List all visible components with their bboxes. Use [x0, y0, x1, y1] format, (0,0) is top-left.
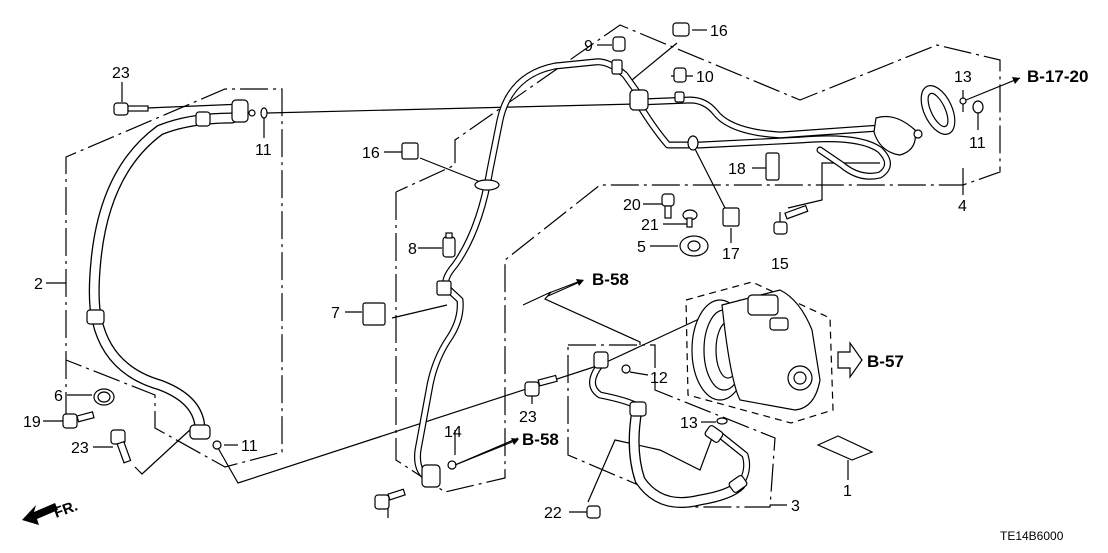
clamp-7 [362, 302, 386, 326]
clamp-5 [679, 235, 709, 257]
callout-16a: 16 [710, 23, 728, 40]
callout-5: 5 [637, 239, 646, 256]
ref-b-57[interactable]: B-57 [867, 352, 904, 371]
callout-2: 2 [34, 276, 43, 293]
nut-21 [586, 505, 601, 519]
callout-11c: 11 [241, 438, 258, 455]
callout-15: 16 [362, 145, 380, 162]
clip-16a [672, 22, 690, 37]
callout-9: 9 [584, 38, 593, 55]
ref-b-58-upper[interactable]: B-58 [592, 270, 629, 289]
bolt-22 [113, 102, 149, 116]
clip-16b [722, 207, 740, 227]
frame-compressor [685, 281, 834, 424]
clamp-6 [93, 388, 115, 406]
o-ring-13b [447, 460, 457, 470]
pressure-switch-8 [442, 232, 456, 258]
bolt-23b [524, 374, 558, 397]
callout-12b: 13 [680, 415, 698, 432]
callout-10: 10 [696, 69, 714, 86]
discharge-hose-3 [589, 351, 751, 508]
callout-23b: 23 [519, 409, 537, 426]
front-direction-arrow-icon [22, 503, 58, 525]
callout-13a: 13 [954, 69, 972, 86]
clip-17 [765, 152, 780, 181]
callout-20: 21 [641, 217, 659, 234]
label-1 [816, 435, 874, 461]
frame-hose-2 [65, 88, 283, 468]
callout-23a: 23 [71, 440, 89, 457]
small-parts [62, 22, 874, 519]
reference-arrows [22, 77, 1021, 525]
callout-11a: 11 [255, 142, 272, 159]
callout-19: 20 [623, 197, 641, 214]
ref-b-17-20[interactable]: B-17-20 [1027, 67, 1088, 86]
callout-22: 23 [112, 65, 130, 82]
callout-6: 6 [54, 388, 63, 405]
callout-18: 19 [23, 414, 41, 431]
bolt-18 [62, 411, 95, 429]
callout-3: 3 [791, 498, 800, 515]
o-ring-11a [260, 107, 268, 119]
frame-pipe-assembly [395, 24, 1001, 493]
cap-9 [612, 36, 626, 52]
ref-b-58-lower[interactable]: B-58 [522, 430, 559, 449]
callout-11b: 11 [969, 135, 986, 152]
callout-8: 8 [408, 241, 417, 258]
front-direction-label: FR. [52, 498, 81, 522]
callout-4: 4 [958, 198, 967, 215]
clip-15 [401, 142, 419, 160]
reference-labels: B-17-20 B-58 B-58 B-57 FR. TE14B6000 [52, 67, 1089, 543]
o-ring-11c [212, 440, 222, 450]
callout-17: 18 [728, 161, 746, 178]
callout-1: 1 [843, 483, 852, 500]
diagram-code: TE14B6000 [1000, 529, 1064, 543]
bolt-14 [773, 204, 809, 235]
callout-16b: 17 [722, 246, 740, 263]
suction-hose-2 [86, 99, 256, 440]
callout-21: 22 [544, 505, 562, 522]
callout-14: 15 [771, 256, 789, 273]
cap-10 [673, 67, 687, 83]
frame-discharge-hose [567, 344, 776, 508]
screw-20 [682, 209, 698, 228]
bolt-23c [374, 488, 406, 510]
compressor [691, 289, 821, 411]
callout-labels: 23 11 2 6 19 23 11 16 8 7 9 16 10 18 20 … [23, 23, 986, 522]
bolt-23a [110, 429, 132, 464]
pipe-assembly-4 [414, 58, 984, 488]
bolt-19 [661, 193, 675, 219]
arrow-b57-icon [837, 341, 863, 379]
callout-7: 7 [331, 305, 340, 322]
callout-12a: 12 [650, 370, 668, 387]
callout-13b: 14 [444, 424, 462, 441]
